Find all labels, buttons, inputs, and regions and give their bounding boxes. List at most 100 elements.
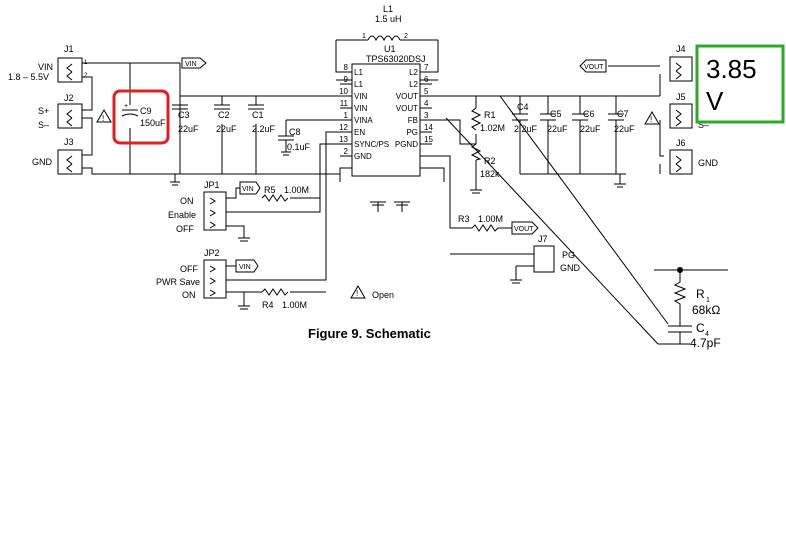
j2-label-a: S+ bbox=[38, 106, 49, 116]
j2-pins bbox=[66, 109, 73, 127]
output-wiring bbox=[420, 65, 664, 190]
u1-left-pin-name: VINA bbox=[354, 116, 373, 125]
c3-ref: C3 bbox=[178, 110, 190, 120]
vout-flag-text: VOUT bbox=[584, 64, 604, 71]
legend-text: Open bbox=[372, 290, 394, 300]
c1-value: 2.2uF bbox=[252, 124, 276, 134]
c9-ref: C9 bbox=[140, 106, 152, 116]
c6-ref: C6 bbox=[583, 109, 595, 119]
jp1-opt-b: OFF bbox=[176, 224, 194, 234]
jp2-vin-flag bbox=[235, 259, 259, 273]
u1-part: TPS63020DSJ bbox=[366, 54, 426, 64]
inset-r-sub: 1 bbox=[706, 297, 710, 304]
jumper-jp2: JP2 OFF PWR Save ON VIN bbox=[156, 131, 340, 310]
c9-value: 150uF bbox=[140, 118, 166, 128]
r2-value: 182k bbox=[480, 169, 500, 179]
jp1-ref: JP1 bbox=[204, 180, 220, 190]
u1-left-pin-number: 8 bbox=[344, 63, 349, 72]
u1-right-pin-name: VOUT bbox=[396, 92, 418, 101]
l1-pin1: 1 bbox=[362, 33, 366, 40]
jp1-opt-mid: Enable bbox=[168, 210, 196, 220]
resistor-r5: R5 1.00M bbox=[261, 185, 321, 212]
j5-pins bbox=[675, 109, 682, 127]
j7-label-a: PG bbox=[562, 250, 575, 260]
inductor-l1: L1 1.5 uH 1 2 bbox=[335, 4, 439, 81]
jp1-body bbox=[203, 191, 227, 231]
capacitor-c3: C3 22uF bbox=[172, 104, 199, 134]
jp1-opt-a: ON bbox=[180, 196, 194, 206]
vout-net-flag: VOUT bbox=[579, 59, 607, 73]
resistor-r4: R4 1.00M bbox=[261, 288, 326, 310]
c8-value: 0.1uF bbox=[287, 142, 311, 152]
u1-right-pin-number: 5 bbox=[424, 87, 429, 96]
u1-left-pin-name: GND bbox=[354, 152, 372, 161]
feedforward-inset: R 1 68kΩ C 4 4.7pF bbox=[445, 95, 728, 350]
c3-value: 22uF bbox=[178, 124, 199, 134]
warning-icon: ! bbox=[96, 109, 112, 123]
j6-label: GND bbox=[698, 158, 719, 168]
r4-value: 1.00M bbox=[282, 300, 307, 310]
en-wiring bbox=[319, 143, 340, 196]
j1-pins bbox=[66, 63, 73, 81]
j1-label: VIN bbox=[38, 62, 53, 72]
r5-value: 1.00M bbox=[284, 185, 309, 195]
c2-value: 22uF bbox=[216, 124, 237, 134]
capacitor-c1: C1 2.2uF bbox=[248, 104, 276, 134]
u1-right-pin-name: L2 bbox=[409, 68, 418, 77]
u1-right-pin-number: 15 bbox=[424, 135, 433, 144]
c9-highlight-box bbox=[112, 89, 170, 145]
inset-c-sub: 4 bbox=[705, 331, 709, 338]
voltage-annotation-value: 3.85 bbox=[706, 54, 757, 84]
jp2-opt-b: ON bbox=[182, 290, 196, 300]
c6-value: 22uF bbox=[580, 124, 601, 134]
voltage-annotation-box bbox=[695, 44, 785, 124]
r3-vout-text: VOUT bbox=[514, 226, 534, 233]
connector-j7: J7 PG GND bbox=[450, 234, 581, 284]
connector-j4: J4 bbox=[669, 44, 693, 82]
u1-right-pin-number: 3 bbox=[424, 111, 429, 120]
j1-pin2: 2 bbox=[84, 73, 88, 79]
jp2-body bbox=[203, 259, 227, 299]
u1-left-pin-number: 11 bbox=[340, 99, 349, 108]
j4-ref: J4 bbox=[676, 44, 686, 54]
j5-ref: J5 bbox=[676, 92, 686, 102]
resistor-r3: R3 1.00M VOUT bbox=[420, 155, 539, 235]
j5-label: S– bbox=[698, 120, 709, 130]
capacitor-c4: C4 2.2uF bbox=[512, 102, 538, 134]
j1-ref: J1 bbox=[64, 44, 74, 54]
u1-right-pin-name: PG bbox=[406, 128, 418, 137]
j7-body bbox=[533, 245, 555, 273]
capacitor-c5: C5 22uF bbox=[540, 109, 568, 134]
r1-value: 1.02M bbox=[480, 123, 505, 133]
inset-c-label: C bbox=[696, 321, 705, 335]
jp1-vin-text: VIN bbox=[242, 186, 254, 193]
u1-right-pin-number: 7 bbox=[424, 63, 429, 72]
u1-right-pin-name: L2 bbox=[409, 80, 418, 89]
vin-net-flag: VIN bbox=[181, 57, 207, 69]
voltage-annotation: 3.85 V bbox=[695, 44, 785, 124]
vin-flag-text: VIN bbox=[185, 61, 197, 68]
jp2-vin-text: VIN bbox=[239, 264, 251, 271]
j7-ref: J7 bbox=[538, 234, 548, 244]
inset-r-label: R bbox=[696, 287, 705, 301]
j2-label-b: S– bbox=[38, 120, 49, 130]
j7-label-b: GND bbox=[560, 263, 581, 273]
u1-left-pin-name: L1 bbox=[354, 68, 363, 77]
warning-icon-output: ! bbox=[644, 111, 660, 125]
jumper-jp1: JP1 ON Enable OFF VIN bbox=[168, 180, 321, 242]
u1-right-pin-name: PGND bbox=[395, 140, 418, 149]
j1-sublabel: 1.8 – 5.5V bbox=[8, 72, 49, 82]
legend-warning-mark: ! bbox=[356, 289, 358, 298]
j4-body bbox=[669, 56, 693, 82]
l1-value: 1.5 uH bbox=[375, 14, 402, 24]
u1-right-pin-name: FB bbox=[408, 116, 418, 125]
c5-ref: C5 bbox=[550, 109, 562, 119]
input-wiring bbox=[82, 62, 340, 186]
jp2-opt-a: OFF bbox=[180, 264, 198, 274]
resistor-r1: R1 1.02M bbox=[470, 107, 505, 133]
u1-left-pin-name: VIN bbox=[354, 92, 368, 101]
jp1-pins bbox=[209, 197, 216, 229]
c8-ref: C8 bbox=[289, 127, 301, 137]
u1-right-pin-name: VOUT bbox=[396, 104, 418, 113]
